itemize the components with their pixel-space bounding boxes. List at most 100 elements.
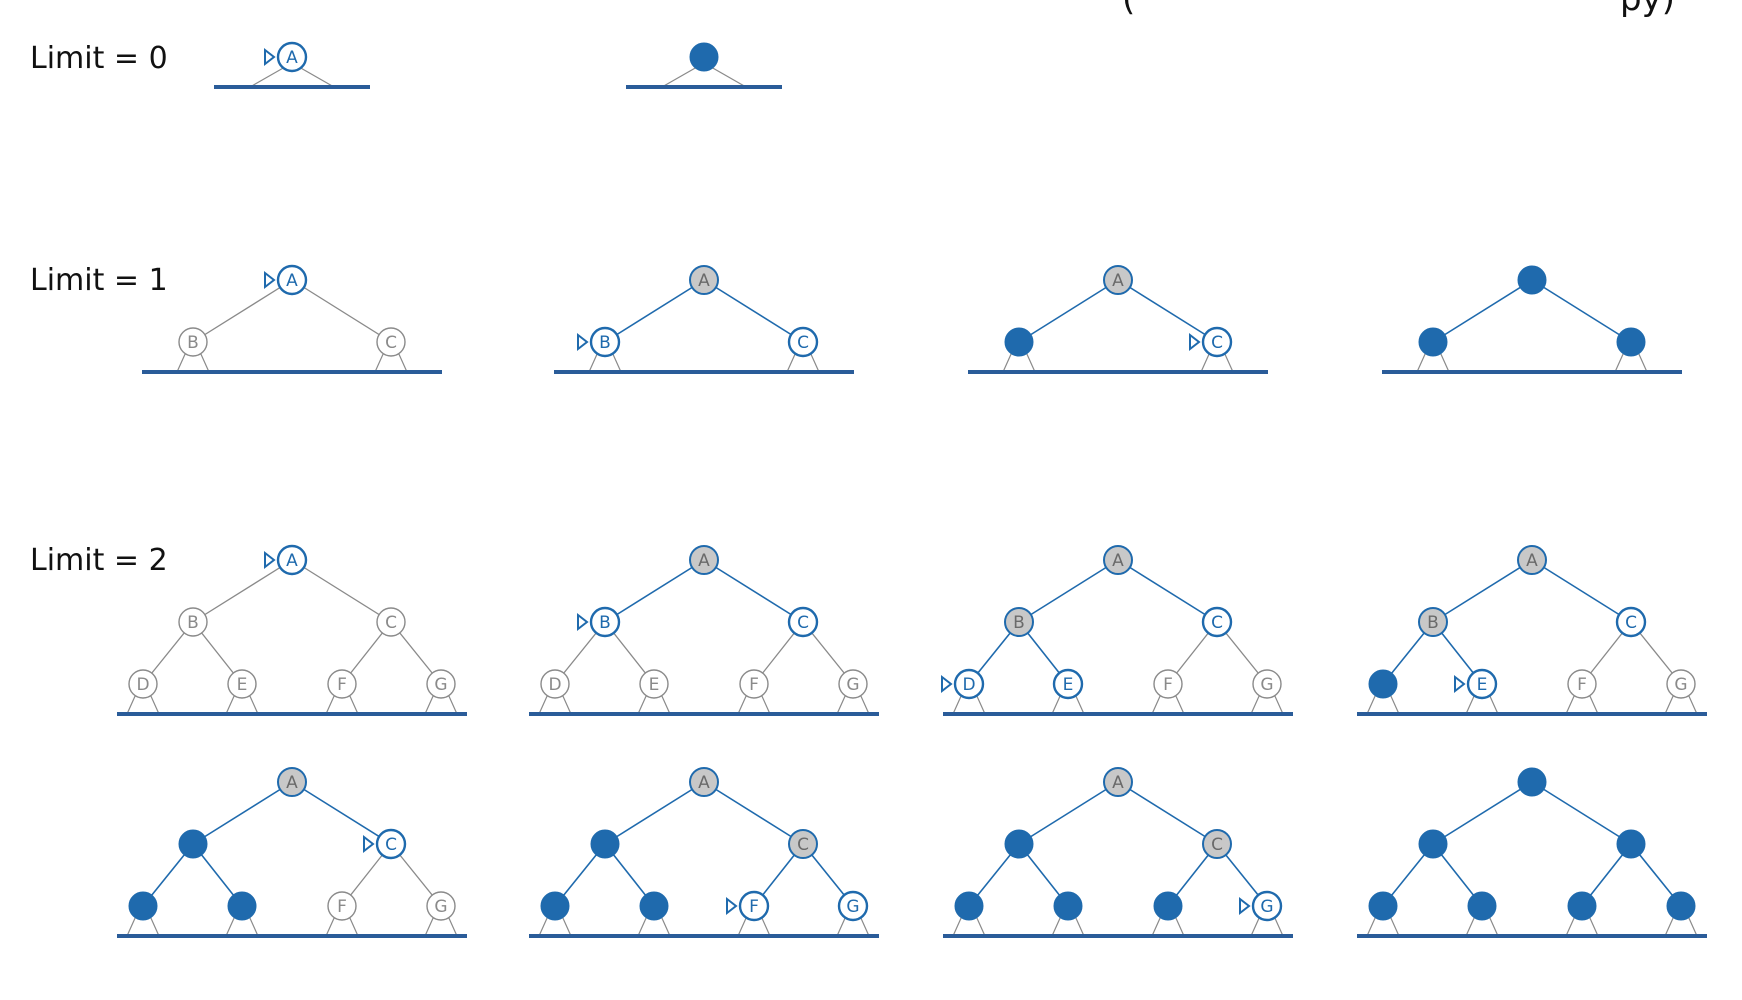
search-tree: ACG [943,767,1293,938]
node-c-unvisited [376,327,406,357]
current-pointer-icon [577,612,589,632]
node-label: A [286,271,298,291]
node-c-done [1616,327,1646,357]
node-a-current [276,41,308,73]
subtree-stub [298,66,335,88]
subtree-stub [1465,693,1476,715]
tree-edge [291,559,392,623]
subtree-stub [1051,693,1062,715]
node-b-done [1418,829,1448,859]
subtree-stub [248,693,259,715]
subtree-stub [1439,351,1450,373]
tree-edge [192,279,293,343]
subtree-stub [126,693,137,715]
subtree-stub [424,693,435,715]
subtree-stub [1664,915,1675,937]
subtree-stub [225,693,236,715]
node-c-frontier [787,326,819,358]
node-c-unvisited [376,607,406,637]
current-pointer-icon [577,332,589,352]
subtree-stub [325,693,336,715]
tree-edge [1531,559,1632,623]
tree-edge [1432,781,1533,845]
subtree-stub [397,351,408,373]
subtree-stub [760,915,771,937]
node-c-current [375,828,407,860]
node-label: A [698,773,710,793]
subtree-stub [325,915,336,937]
subtree-stub [836,915,847,937]
node-d-unvisited [540,669,570,699]
node-label: B [1013,613,1025,633]
node-a-expanded [277,767,307,797]
subtree-stub [424,915,435,937]
subtree-stub [661,66,698,88]
subtree-stub [1488,915,1499,937]
node-b-current [589,606,621,638]
node-label: E [1063,675,1074,695]
tree-edge [604,781,705,845]
subtree-stub [1025,351,1036,373]
current-pointer-icon [726,896,738,916]
node-label: F [337,675,347,695]
subtree-stub [809,351,820,373]
tree-edge [1117,279,1218,343]
node-label: C [385,613,397,633]
node-label: B [187,333,199,353]
subtree-stub [248,915,259,937]
subtree-stub [859,693,870,715]
subtree-stub [1389,693,1400,715]
node-label: B [599,613,611,633]
node-g-unvisited [838,669,868,699]
node-label: F [749,675,759,695]
subtree-stub [737,693,748,715]
subtree-stub [447,915,458,937]
node-c-current [1201,326,1233,358]
node-label: C [797,835,809,855]
header-fragment-right: py) [1620,0,1675,19]
subtree-stub [1250,693,1261,715]
node-c-frontier [1615,606,1647,638]
current-pointer-icon [1239,896,1251,916]
node-d-done [1368,891,1398,921]
search-tree: A [214,41,370,89]
node-b-done [1418,327,1448,357]
node-d-done [954,891,984,921]
current-pointer-icon [941,674,953,694]
node-a-expanded [1103,767,1133,797]
node-g-current [1251,890,1283,922]
node-c-frontier [1201,606,1233,638]
subtree-stub [611,351,622,373]
node-d-done [128,891,158,921]
subtree-stub [660,915,671,937]
node-a-expanded [689,767,719,797]
search-tree [626,42,782,89]
node-b-done [1004,829,1034,859]
subtree-stub [1389,915,1400,937]
current-pointer-icon [1189,332,1201,352]
tree-edge [1432,279,1533,343]
tree-edge [703,781,804,845]
node-a-current [276,544,308,576]
tree-edge [1531,781,1632,845]
tree-edge [1531,279,1632,343]
node-a-done [1517,767,1547,797]
node-f-unvisited [1153,669,1183,699]
node-label: A [286,773,298,793]
subtree-stub [975,693,986,715]
subtree-stub [1637,351,1648,373]
subtree-stub [1366,915,1377,937]
node-label: A [1112,773,1124,793]
tree-edge [1432,559,1533,623]
node-label: C [1211,835,1223,855]
node-e-frontier [1052,668,1084,700]
node-label: A [698,271,710,291]
subtree-stub [1002,351,1013,373]
node-label: E [237,675,248,695]
subtree-stub [1273,915,1284,937]
subtree-stub [225,915,236,937]
